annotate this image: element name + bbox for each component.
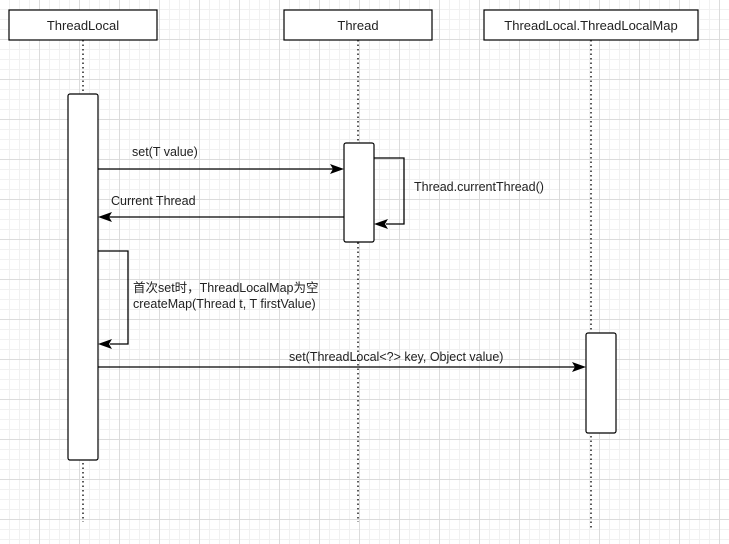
message-map-set[interactable]: set(ThreadLocal<?> key, Object value) bbox=[98, 350, 586, 372]
participant-threadlocal[interactable]: ThreadLocal bbox=[8, 9, 158, 41]
message-create-map[interactable]: 首次set时，ThreadLocalMap为空 createMap(Thread… bbox=[98, 250, 318, 349]
participant-threadlocalmap-label: ThreadLocal.ThreadLocalMap bbox=[504, 18, 677, 33]
message-set-value[interactable]: set(T value) bbox=[98, 145, 344, 174]
activation-threadlocalmap[interactable] bbox=[585, 332, 617, 434]
participant-thread[interactable]: Thread bbox=[283, 9, 433, 41]
message-current-thread-call[interactable]: Thread.currentThread() bbox=[374, 157, 544, 229]
message-set-value-label: set(T value) bbox=[132, 145, 198, 159]
message-create-map-label: createMap(Thread t, T firstValue) bbox=[133, 297, 316, 311]
message-current-thread-call-label: Thread.currentThread() bbox=[414, 180, 544, 194]
participant-thread-label: Thread bbox=[337, 18, 378, 33]
participant-threadlocalmap[interactable]: ThreadLocal.ThreadLocalMap bbox=[483, 9, 699, 41]
message-map-set-label: set(ThreadLocal<?> key, Object value) bbox=[289, 350, 503, 364]
message-current-thread-return-label: Current Thread bbox=[111, 194, 196, 208]
message-current-thread-return[interactable]: Current Thread bbox=[98, 194, 344, 222]
activation-threadlocal[interactable] bbox=[67, 93, 99, 461]
message-create-map-note: 首次set时，ThreadLocalMap为空 bbox=[133, 281, 318, 295]
activation-thread[interactable] bbox=[343, 142, 375, 243]
participant-threadlocal-label: ThreadLocal bbox=[47, 18, 119, 33]
